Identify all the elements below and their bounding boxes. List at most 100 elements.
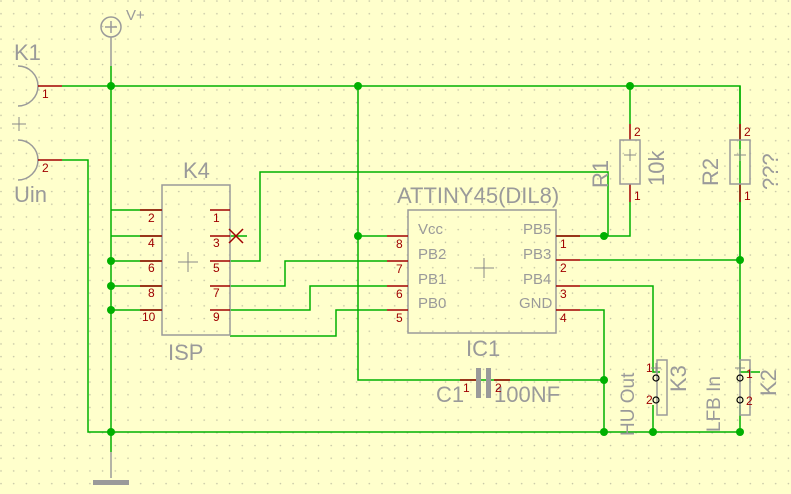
k1-name: K1 (14, 40, 41, 65)
c1-plate (486, 368, 491, 398)
junctions (107, 82, 744, 436)
c1-name: C1 (436, 382, 464, 407)
net-wires (62, 66, 760, 452)
k4-pin-right: 1 (213, 211, 220, 225)
ic1-pin-number: 5 (396, 311, 403, 325)
k3-body (656, 359, 668, 416)
junction-dot (354, 232, 362, 240)
c1-pin2-number: 2 (495, 381, 502, 395)
k4-body (161, 184, 231, 336)
junction-dot (107, 428, 115, 436)
k2-value: LFB In (704, 376, 725, 432)
ic1-pin-label: PB3 (523, 246, 551, 263)
junction-dot (736, 428, 744, 436)
k4-pin-right: 3 (213, 236, 220, 250)
ground-symbol[interactable] (93, 452, 129, 485)
k4-pin-left: 10 (142, 310, 156, 324)
k2-body (739, 359, 751, 416)
junction-dot (354, 82, 362, 90)
r2-body (729, 139, 751, 185)
r2-value: ??? (758, 153, 783, 190)
k1-value: Uin (14, 182, 47, 207)
r2-pin2-number: 2 (744, 125, 751, 139)
ic1-pin-label: PB1 (418, 271, 446, 288)
k4-value: ISP (168, 340, 203, 365)
k3-connector[interactable]: 1 2 K3 HU Out (618, 359, 691, 436)
ic1-name: IC1 (466, 336, 500, 361)
c1-plate (476, 368, 481, 398)
junction-dot (107, 82, 115, 90)
k1-pin2-number: 2 (42, 161, 49, 175)
ic1-value: ATTINY45(DIL8) (397, 183, 559, 208)
junction-dot (107, 306, 115, 314)
junction-dot (600, 232, 608, 240)
k1-connector[interactable]: K1 Uin 1 2 (12, 40, 62, 207)
junction-dot (736, 256, 744, 264)
ic1-pin-label: Vcc (418, 221, 444, 238)
k4-pin-left: 6 (148, 261, 155, 275)
r1-pin2-number: 2 (634, 125, 641, 139)
wire-pb0 (230, 309, 387, 337)
wire-k-gnd (652, 405, 741, 433)
wire-vcc-c1 (357, 86, 604, 381)
k4-pin-left: 8 (148, 286, 155, 300)
wire-pb2 (230, 260, 387, 287)
ic1-pin-label: GND (519, 295, 553, 312)
k4-pin-left: 2 (148, 211, 155, 225)
c1-value: 100NF (494, 382, 560, 407)
k4-pin-right: 9 (213, 310, 220, 324)
k3-pin2-number: 2 (646, 393, 653, 407)
wire-gnd-ic (580, 309, 605, 432)
wire-reset (230, 171, 609, 262)
k1-pin1-number: 1 (42, 87, 49, 101)
junction-dot (600, 376, 608, 384)
c1-capacitor[interactable]: C1 100NF 1 2 (436, 368, 560, 407)
k4-pin-right: 5 (213, 261, 220, 275)
ic1-pin-label: PB0 (418, 295, 446, 312)
ic1-body (407, 209, 557, 334)
junction-dot (626, 82, 634, 90)
ic1-pin-label: PB4 (523, 271, 551, 288)
r1-value: 10k (644, 150, 669, 186)
junction-dot (600, 428, 608, 436)
no-connect-marker-icon (228, 228, 244, 244)
ic1-attiny45[interactable]: Vcc PB2 PB1 PB0 PB5 PB3 PB4 GND 8 7 6 5 … (387, 183, 580, 361)
k4-pin-right: 7 (213, 286, 220, 300)
r1-name: R1 (588, 160, 613, 188)
k4-name: K4 (183, 158, 210, 183)
ic1-pin-number: 7 (396, 262, 403, 276)
ic1-pin-number: 2 (560, 261, 567, 275)
ic1-pin-number: 4 (560, 311, 567, 325)
r1-body (619, 139, 641, 185)
ic1-pin-number: 1 (560, 237, 567, 251)
k3-pin1-number: 1 (646, 361, 653, 375)
r1-resistor[interactable]: 2 1 R1 10k (588, 124, 669, 203)
r1-pin1-number: 1 (634, 189, 641, 203)
wire-pb1 (230, 285, 387, 311)
k2-name: K2 (756, 369, 781, 396)
ic1-pin-number: 3 (560, 287, 567, 301)
k2-pin2-number: 2 (746, 394, 753, 408)
junction-dot (107, 257, 115, 265)
r2-resistor[interactable]: 2 1 R2 ??? (698, 124, 783, 203)
ic1-pin-number: 6 (396, 287, 403, 301)
k3-name: K3 (666, 365, 691, 392)
k4-isp-header[interactable]: 2 4 6 8 10 1 3 5 7 9 K4 ISP (140, 158, 231, 365)
c1-pin1-number: 1 (463, 381, 470, 395)
k4-pin-left: 4 (148, 236, 155, 250)
k2-pin1-number: 1 (746, 367, 753, 381)
r2-name: R2 (698, 158, 723, 186)
wire-gnd-bottom (62, 159, 653, 433)
junction-dot (107, 282, 115, 290)
k2-connector[interactable]: 1 2 K2 LFB In (704, 359, 781, 432)
junction-dot (649, 428, 657, 436)
ic1-pin-number: 8 (396, 237, 403, 251)
k3-value: HU Out (618, 372, 639, 436)
wire-pb5-r1 (556, 202, 631, 237)
ic1-pin-label: PB5 (523, 221, 551, 238)
vplus-label: V+ (126, 7, 145, 24)
vplus-symbol[interactable]: V+ (100, 7, 145, 66)
ground-bar-icon (93, 480, 129, 485)
